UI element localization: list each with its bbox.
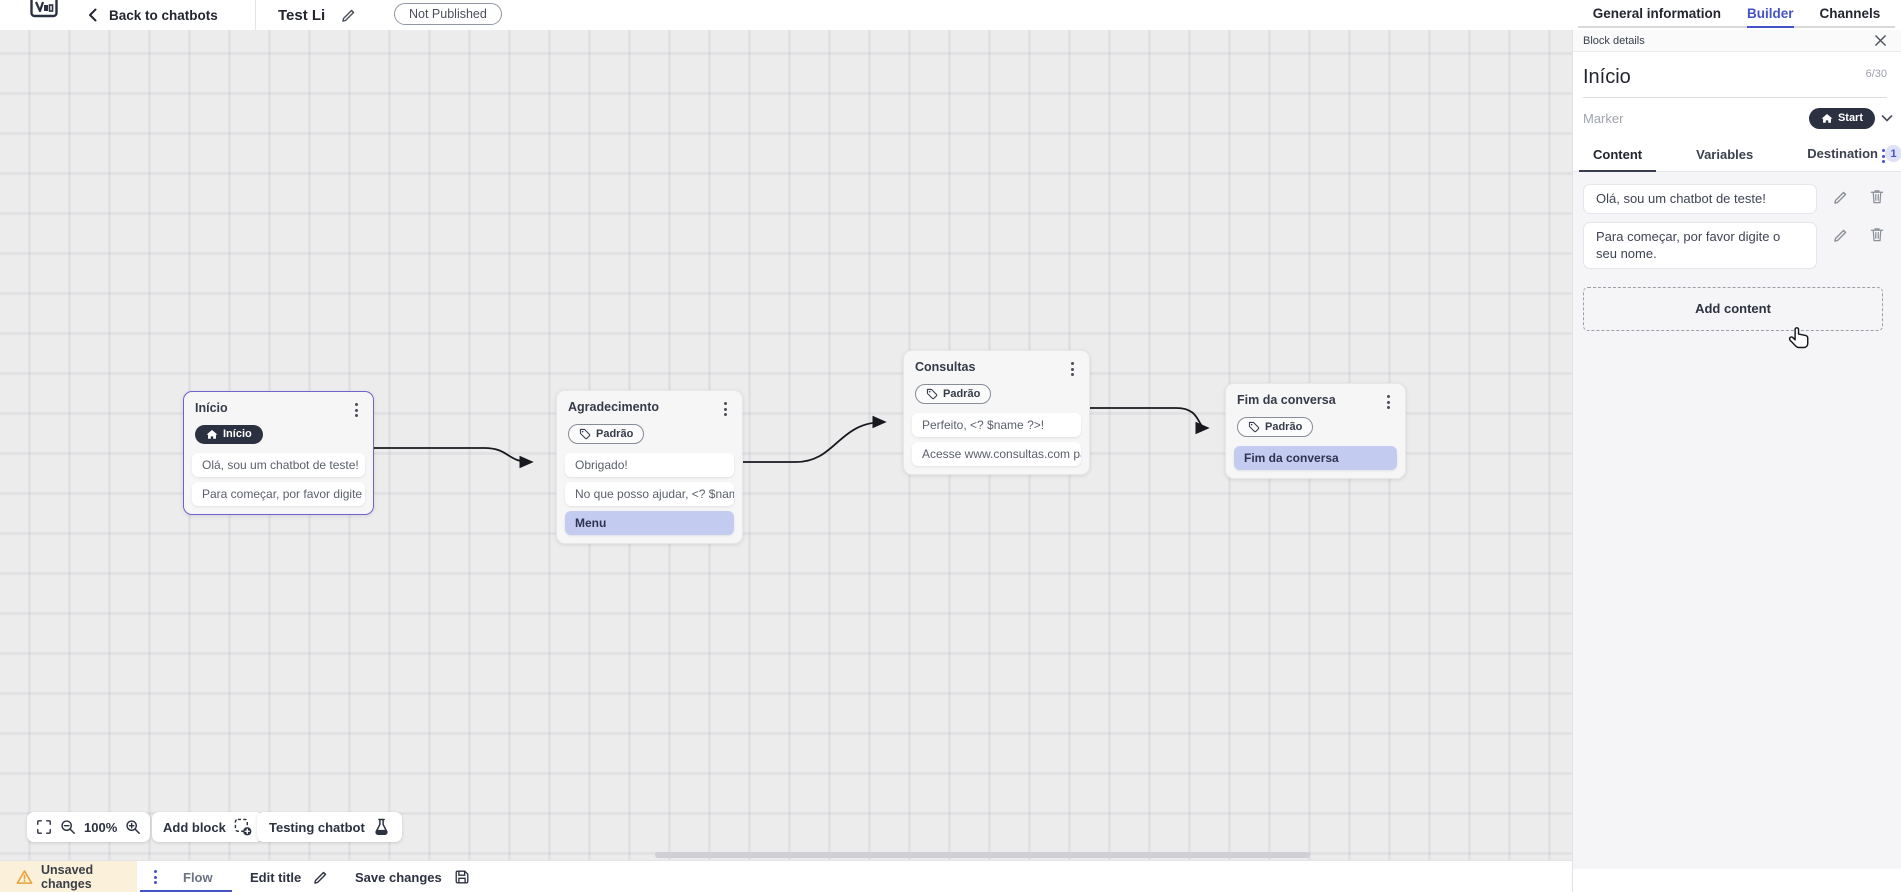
tab-channels[interactable]: Channels [1819, 5, 1881, 21]
block-details-panel: Block details Início 6/30 Marker Start C… [1572, 30, 1901, 892]
app-logo-icon [30, 0, 58, 22]
name-underline [1583, 97, 1887, 98]
tab-general-information[interactable]: General information [1592, 5, 1721, 21]
node-row[interactable]: Obrigado! [565, 453, 734, 477]
topbar-divider [255, 0, 256, 30]
tag-icon [1248, 421, 1260, 433]
flow-menu-icon[interactable] [150, 868, 161, 886]
house-icon [206, 430, 218, 439]
add-block-icon [234, 818, 252, 836]
node-menu-icon[interactable] [1067, 360, 1078, 378]
panel-title: Block details [1583, 34, 1645, 47]
node-row[interactable]: Acesse www.consultas.com par... [912, 442, 1081, 466]
node-row[interactable]: Para começar, por favor digite o ... [192, 482, 365, 506]
delete-trash-icon[interactable] [1869, 188, 1885, 205]
tab-destination[interactable]: Destination 1 [1793, 139, 1901, 172]
marker-label: Marker [1583, 111, 1624, 126]
back-chevron-icon [88, 8, 97, 22]
bottom-bar: Unsaved changes Flow Edit title Save cha… [0, 860, 1572, 892]
unsaved-changes-badge: Unsaved changes [0, 861, 137, 892]
node-row[interactable]: No que posso ajudar, <? $name ... [565, 482, 734, 506]
top-bar: Back to chatbots Test Li Not Published G… [0, 0, 1901, 30]
tag-icon [926, 388, 938, 400]
back-label: Back to chatbots [109, 7, 218, 23]
zoom-out-icon[interactable] [60, 819, 76, 835]
start-marker-badge: Início [195, 425, 263, 444]
top-tabs: General information Builder Channels [1572, 0, 1901, 28]
close-icon[interactable] [1874, 34, 1887, 47]
node-title: Fim da conversa [1237, 393, 1336, 407]
testing-chatbot-button[interactable]: Testing chatbot [257, 812, 402, 842]
save-changes-button[interactable]: Save changes [355, 861, 470, 892]
zoom-toolbar: 100% [27, 812, 151, 842]
add-block-button[interactable]: Add block [152, 812, 263, 842]
edit-title-button[interactable]: Edit title [250, 861, 329, 892]
horizontal-scrollbar[interactable] [655, 852, 1310, 858]
flow-tab-underline [140, 890, 232, 892]
char-counter: 6/30 [1865, 68, 1887, 80]
pencil-icon [313, 869, 329, 885]
node-menu-icon[interactable] [720, 400, 731, 418]
edit-pencil-icon[interactable] [1833, 226, 1849, 243]
flask-icon [373, 818, 390, 836]
tab-flow[interactable]: Flow [183, 869, 213, 885]
fullscreen-icon[interactable] [36, 819, 52, 835]
destination-count-badge: 1 [1885, 145, 1901, 162]
node-row[interactable]: Olá, sou um chatbot de teste! [192, 453, 365, 477]
node-menu-icon[interactable] [1383, 393, 1394, 411]
zoom-in-icon[interactable] [125, 819, 141, 835]
marker-select[interactable]: Start [1808, 108, 1875, 129]
warning-icon [16, 869, 33, 885]
tab-variables[interactable]: Variables [1696, 147, 1754, 162]
node-consultas[interactable]: Consultas Padrão Perfeito, <? $name ?>! … [903, 350, 1090, 475]
node-title: Início [195, 401, 228, 415]
node-menu-icon[interactable] [351, 401, 362, 419]
house-icon [1821, 114, 1833, 123]
chatbot-title: Test Li [278, 6, 326, 24]
node-row-highlighted[interactable]: Fim da conversa [1234, 446, 1397, 470]
zoom-level: 100% [84, 819, 118, 835]
chevron-down-icon[interactable] [1881, 114, 1893, 123]
flow-canvas[interactable]: Início Início Olá, sou um chatbot de tes… [0, 30, 1572, 860]
tab-content[interactable]: Content [1579, 141, 1657, 172]
node-title: Agradecimento [568, 400, 659, 414]
node-inicio[interactable]: Início Início Olá, sou um chatbot de tes… [183, 391, 374, 515]
panel-content-area: Olá, sou um chatbot de teste! Para começ… [1573, 172, 1901, 869]
delete-trash-icon[interactable] [1869, 226, 1885, 243]
node-row[interactable]: Perfeito, <? $name ?>! [912, 413, 1081, 437]
status-badge: Not Published [394, 3, 502, 25]
top-tabs-separator [1578, 26, 1895, 28]
edit-pencil-icon[interactable] [1833, 188, 1849, 205]
save-icon [454, 869, 470, 885]
node-fim-da-conversa[interactable]: Fim da conversa Padrão Fim da conversa [1225, 383, 1406, 479]
tab-builder[interactable]: Builder [1747, 0, 1794, 28]
connection-wires [373, 407, 1210, 469]
node-agradecimento[interactable]: Agradecimento Padrão Obrigado! No que po… [556, 390, 743, 544]
panel-tabs-menu-icon[interactable] [1878, 147, 1889, 165]
tag-badge: Padrão [568, 424, 645, 444]
tag-badge: Padrão [1237, 417, 1314, 437]
edit-title-pencil-icon[interactable] [341, 7, 357, 23]
block-name-input[interactable]: Início [1583, 66, 1631, 88]
node-row-highlighted[interactable]: Menu [565, 511, 734, 535]
add-content-button[interactable]: Add content [1583, 286, 1883, 331]
tag-badge: Padrão [915, 384, 992, 404]
content-item-text[interactable]: Olá, sou um chatbot de teste! [1583, 184, 1817, 215]
panel-tabs: Content Variables Destination 1 [1573, 139, 1901, 172]
node-title: Consultas [915, 360, 976, 374]
tag-icon [579, 428, 591, 440]
back-to-chatbots-button[interactable]: Back to chatbots [88, 0, 218, 30]
content-item-text[interactable]: Para começar, por favor digite o seu nom… [1583, 222, 1817, 269]
